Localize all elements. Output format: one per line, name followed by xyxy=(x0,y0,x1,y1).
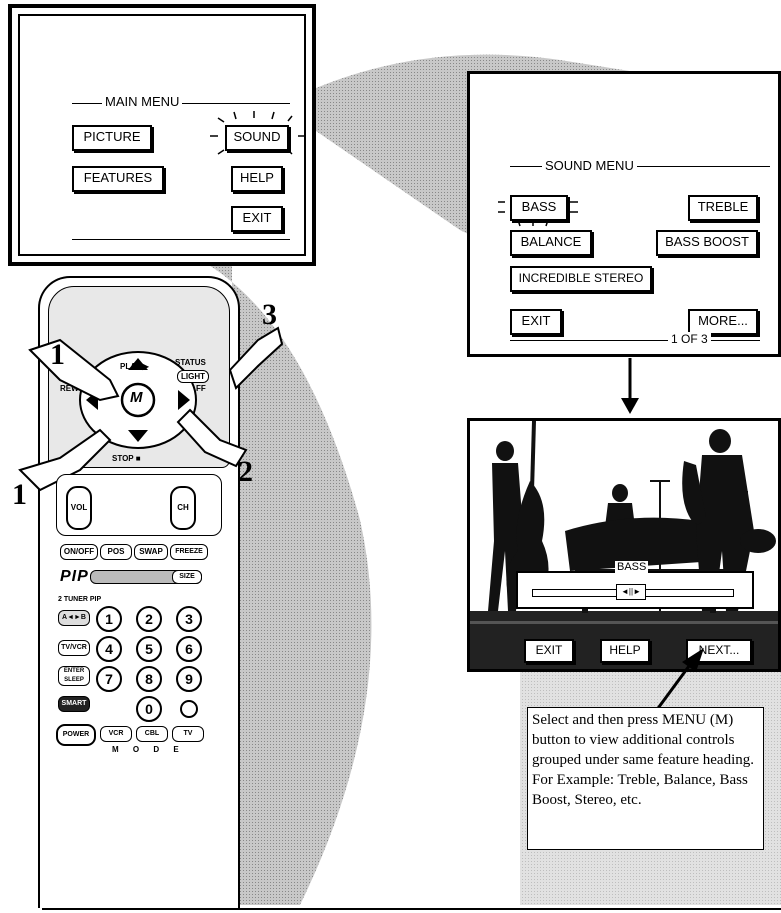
sound-menu-screen: SOUND MENU BASS TREBLE BALANCE BASS BOOS… xyxy=(467,71,781,357)
pip-freeze-button[interactable]: FREEZE xyxy=(170,544,208,560)
pip-swap-button[interactable]: SWAP xyxy=(134,544,168,560)
bass-adjust-screen: BASS ◄||► EXIT HELP NEXT... xyxy=(467,418,781,672)
round-blank-button[interactable] xyxy=(180,700,198,718)
pip-label: PIP xyxy=(60,568,89,586)
key-7[interactable]: 7 xyxy=(96,666,122,692)
page-indicator: 1 OF 3 xyxy=(668,332,711,346)
ab-button[interactable]: A◄►B xyxy=(58,610,90,626)
features-button[interactable]: FEATURES xyxy=(72,166,164,192)
jazz-band-image xyxy=(470,421,778,669)
tuner-label: 2 TUNER PIP xyxy=(58,596,101,603)
key-1[interactable]: 1 xyxy=(96,606,122,632)
smart-button[interactable]: SMART xyxy=(58,696,90,712)
key-2[interactable]: 2 xyxy=(136,606,162,632)
down-arrow-icon xyxy=(618,358,642,416)
power-button[interactable]: POWER xyxy=(56,724,96,746)
key-8[interactable]: 8 xyxy=(136,666,162,692)
key-0[interactable]: 0 xyxy=(136,696,162,722)
pip-onoff-button[interactable]: ON/OFF xyxy=(60,544,98,560)
bass-boost-button[interactable]: BASS BOOST xyxy=(656,230,758,256)
incredible-stereo-button[interactable]: INCREDIBLE STEREO xyxy=(510,266,652,292)
ch-button[interactable]: CH xyxy=(170,486,196,530)
sound-highlight-rays xyxy=(204,108,314,168)
bass-exit-button[interactable]: EXIT xyxy=(524,639,574,663)
bass-label: BASS xyxy=(615,561,648,573)
pip-size-button[interactable]: SIZE xyxy=(172,570,202,584)
sleep-button[interactable]: ENTER SLEEP xyxy=(58,666,90,686)
sound-exit-button[interactable]: EXIT xyxy=(510,309,562,335)
vcr-mode-button[interactable]: VCR xyxy=(100,726,132,742)
tvvcr-button[interactable]: TV/VCR xyxy=(58,640,90,656)
sound-menu-title: SOUND MENU xyxy=(542,158,637,173)
bass-highlight-rays xyxy=(488,184,588,234)
main-menu-screen: MAIN MENU PICTURE SOUND FEATURES HELP EX… xyxy=(8,4,316,266)
hand-icon xyxy=(178,410,246,466)
hand-pointers xyxy=(0,300,300,500)
step-badge-1b: 1 xyxy=(12,478,27,512)
treble-button[interactable]: TREBLE xyxy=(688,195,758,221)
step-badge-1: 1 xyxy=(50,338,65,372)
key-6[interactable]: 6 xyxy=(176,636,202,662)
instruction-note: Select and then press MENU (M) button to… xyxy=(527,707,764,850)
help-button[interactable]: HELP xyxy=(231,166,283,192)
main-menu-title: MAIN MENU xyxy=(102,94,182,109)
step-badge-3: 3 xyxy=(262,298,277,332)
key-5[interactable]: 5 xyxy=(136,636,162,662)
key-4[interactable]: 4 xyxy=(96,636,122,662)
hand-icon xyxy=(30,340,118,400)
step-badge-2: 2 xyxy=(238,455,253,489)
tv-mode-button[interactable]: TV xyxy=(172,726,204,742)
vol-button[interactable]: VOL xyxy=(66,486,92,530)
exit-button[interactable]: EXIT xyxy=(231,206,283,232)
key-9[interactable]: 9 xyxy=(176,666,202,692)
pip-pos-button[interactable]: POS xyxy=(100,544,132,560)
mode-label: M O D E xyxy=(112,745,185,754)
cbl-mode-button[interactable]: CBL xyxy=(136,726,168,742)
key-3[interactable]: 3 xyxy=(176,606,202,632)
picture-button[interactable]: PICTURE xyxy=(72,125,152,151)
bass-slider-thumb[interactable]: ◄||► xyxy=(616,584,646,600)
hand-icon xyxy=(230,328,282,388)
